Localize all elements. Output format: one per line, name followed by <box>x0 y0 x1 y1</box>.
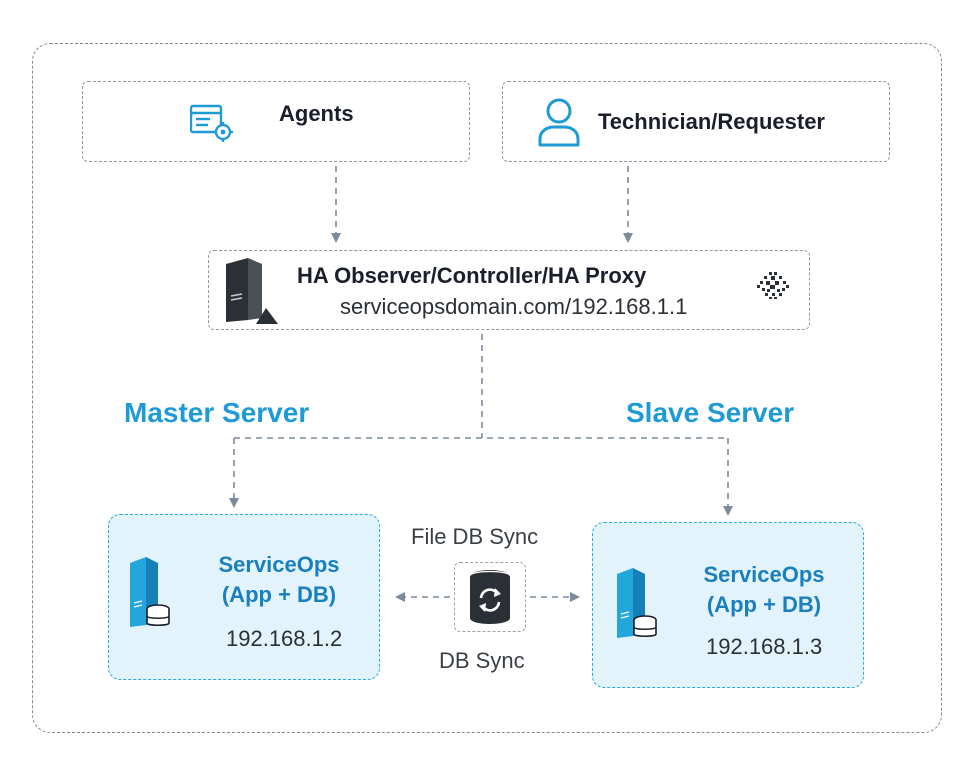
file-db-sync-label: File DB Sync <box>411 524 539 549</box>
server-database-icon <box>130 557 170 627</box>
database-sync-icon <box>469 570 511 624</box>
server-database-icon <box>617 568 657 638</box>
db-sync-label: DB Sync <box>439 648 525 673</box>
agents-settings-icon <box>190 104 233 142</box>
server-tower-icon <box>226 258 278 324</box>
master-server-name: ServiceOps (App + DB) <box>199 550 359 610</box>
slave-name-line1: ServiceOps <box>703 562 825 587</box>
master-name-line1: ServiceOps <box>218 552 340 577</box>
proxy-address: serviceopsdomain.com/192.168.1.1 <box>340 294 688 319</box>
slave-server-name: ServiceOps (App + DB) <box>684 560 844 620</box>
slave-name-line2: (App + DB) <box>706 592 822 617</box>
master-name-line2: (App + DB) <box>221 582 337 607</box>
slave-server-heading: Slave Server <box>626 397 795 428</box>
agents-box <box>82 81 470 162</box>
proxy-title: HA Observer/Controller/HA Proxy <box>297 263 647 288</box>
slave-server-ip: 192.168.1.3 <box>706 634 823 659</box>
ha-proxy-box <box>208 250 810 330</box>
master-server-heading: Master Server <box>124 397 310 428</box>
technician-box <box>502 81 890 162</box>
globe-pattern-icon <box>757 272 789 299</box>
user-icon <box>538 98 580 147</box>
master-server-ip: 192.168.1.2 <box>226 626 343 651</box>
diagram-container <box>32 43 942 733</box>
agents-label: Agents <box>279 101 354 126</box>
technician-label: Technician/Requester <box>598 109 825 134</box>
